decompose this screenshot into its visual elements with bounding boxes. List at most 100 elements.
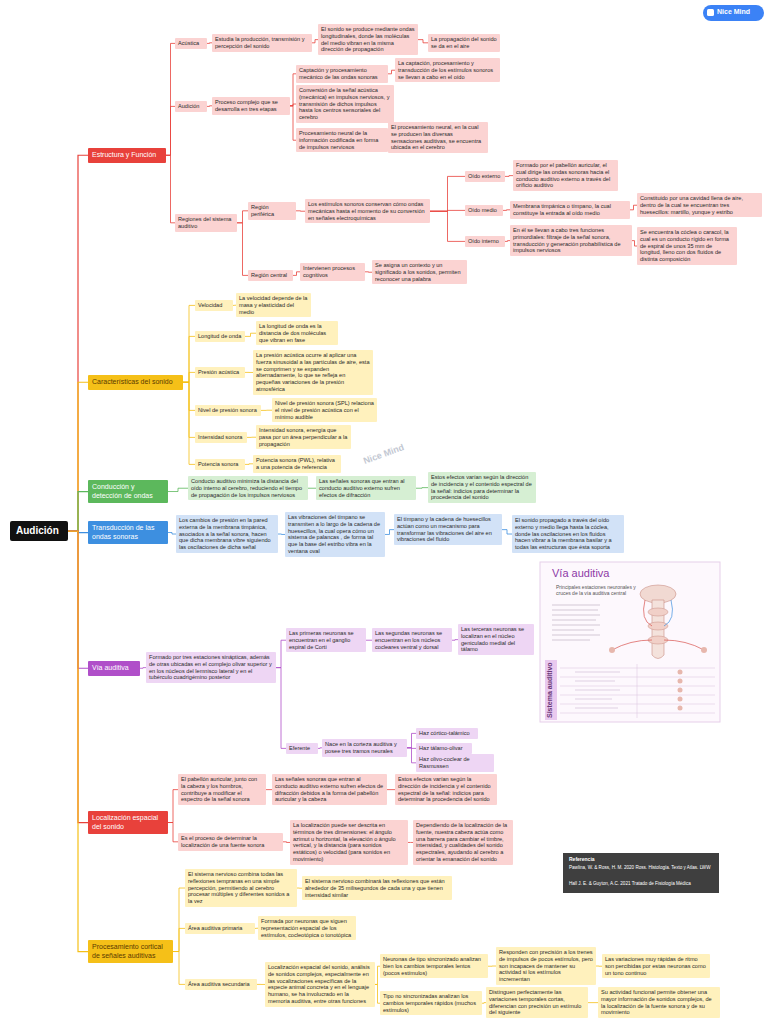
node-text: En él se llevan a cabo tres funciones pr… bbox=[513, 227, 629, 254]
branch-connector bbox=[418, 40, 428, 43]
branch-connector bbox=[183, 305, 195, 382]
idea-box: Los cambios de presión en la pared exter… bbox=[176, 515, 278, 553]
branch-topic: Conducción y detección de ondas bbox=[88, 480, 168, 503]
node-text: Neuronas de tipo sincronizado analizan b… bbox=[383, 956, 485, 976]
node-text: El sonido propagado a través del oído ex… bbox=[515, 517, 621, 551]
idea-box: El procesamiento neural, en la cual se p… bbox=[388, 122, 488, 153]
idea-box: Las terceras neuronas se localizan en el… bbox=[458, 624, 534, 655]
branch-connector bbox=[173, 928, 185, 951]
node-text: Área auditiva primaria bbox=[188, 925, 252, 932]
reference-panel bbox=[563, 853, 719, 893]
idea-box: La localización puede ser descrita en té… bbox=[290, 820, 408, 865]
node-text: Proceso complejo que se desarrolla en tr… bbox=[215, 99, 287, 113]
node-text: Acústica bbox=[178, 40, 204, 47]
branch-connector bbox=[505, 175, 513, 177]
idea-box: Audición bbox=[175, 101, 207, 112]
node-text: Haz tálamo-olivar bbox=[419, 745, 469, 752]
node-text: Las primeras neuronas se encuentran en e… bbox=[289, 630, 363, 650]
branch-connector bbox=[407, 733, 416, 747]
idea-box: Localización espacial del sonido, anális… bbox=[265, 962, 375, 1007]
branch-connector bbox=[588, 1002, 598, 1003]
idea-box: Conversión de la señal acústica (mecánic… bbox=[296, 85, 394, 123]
branch-connector bbox=[502, 530, 512, 534]
idea-box: Captación y procesamiento mecánico de la… bbox=[296, 65, 388, 83]
node-text: Oído interno bbox=[468, 238, 502, 245]
idea-box: Oído interno bbox=[465, 236, 505, 247]
node-text: Formada por neuronas que siguen represen… bbox=[261, 918, 353, 938]
branch-topic: Vía auditiva bbox=[88, 661, 140, 676]
idea-box: Las vibraciones del tímpano se transmite… bbox=[285, 512, 385, 557]
branch-connector bbox=[365, 271, 372, 272]
node-text: Potencia sonora bbox=[198, 461, 242, 468]
panel-side-label: Sistema auditivo bbox=[546, 660, 554, 720]
idea-box: Oído medio bbox=[465, 205, 503, 216]
node-text: Tipo no sincronizadas analizan los cambi… bbox=[383, 993, 479, 1013]
idea-box: Intensidad sonora bbox=[195, 432, 247, 443]
branch-connector bbox=[183, 372, 195, 382]
branch-topic: Transducción de las ondas sonoras bbox=[88, 521, 168, 544]
reference-heading: Referencia bbox=[569, 856, 629, 862]
node-text: La propagación del sonido se da en el ai… bbox=[431, 36, 497, 50]
branch-connector bbox=[68, 155, 88, 531]
node-text: Se asigna un contexto y un significado a… bbox=[375, 262, 464, 282]
idea-box: Nace en la corteza auditiva y posee tres… bbox=[322, 739, 407, 757]
branch-connector bbox=[168, 488, 188, 491]
branch-connector bbox=[166, 106, 175, 155]
node-text: Potencia sonora (PWL), relativa a una po… bbox=[256, 457, 338, 471]
idea-box: Área auditiva secundaria bbox=[185, 979, 257, 990]
idea-box: Las segundas neuronas se encuentran en l… bbox=[372, 628, 452, 652]
node-text: Captación y procesamiento mecánico de la… bbox=[299, 67, 385, 81]
node-text: Nivel de presión sonora bbox=[198, 407, 258, 414]
idea-box: Tipo no sincronizadas analizan los cambi… bbox=[380, 991, 482, 1015]
idea-box: Su actividad funcional permite obtener u… bbox=[598, 987, 720, 1018]
node-text: Oído medio bbox=[468, 207, 500, 214]
node-text: Conducto auditivo minimiza la distancia … bbox=[191, 478, 305, 498]
idea-box: Dependiendo de la localización de la fue… bbox=[413, 820, 513, 865]
idea-box: Presión acústica bbox=[195, 367, 245, 378]
branch-connector bbox=[257, 984, 265, 985]
idea-box: Se encuentra la cóclea o caracol, la cua… bbox=[637, 227, 737, 265]
node-text: Responden con precisión a los trenes de … bbox=[499, 949, 593, 983]
node-text: Estos efectos varían según la dirección … bbox=[431, 474, 533, 501]
branch-connector bbox=[276, 640, 286, 667]
branch-connector bbox=[308, 488, 316, 489]
branch-topic: Estructura y Función bbox=[88, 148, 166, 163]
node-text: Haz olivo-coclear de Rasmussen bbox=[419, 756, 491, 770]
idea-box: Los estímulos sonoros conservan cómo ond… bbox=[305, 199, 430, 223]
idea-box: Región central bbox=[248, 270, 293, 281]
reference-entry: Pawlina, W. & Ross, H. M. 2020 Ross. His… bbox=[569, 865, 715, 871]
node-text: Constituido por una cavidad llena de air… bbox=[640, 195, 759, 215]
idea-box: El sonido se produce mediante ondas long… bbox=[318, 24, 418, 55]
idea-box: El sistema nervioso combina todas las re… bbox=[185, 869, 297, 907]
idea-box: Estos efectos varían según la dirección … bbox=[428, 472, 536, 503]
branch-connector bbox=[388, 70, 395, 74]
node-text: La velocidad depende de la masa y elasti… bbox=[239, 295, 308, 315]
idea-box: Constituido por una cavidad llena de air… bbox=[637, 193, 762, 217]
branch-connector bbox=[168, 533, 176, 535]
node-text: El pabellón auricular, junto con la cabe… bbox=[181, 776, 263, 803]
branch-connector bbox=[430, 211, 465, 241]
idea-box: Velocidad bbox=[195, 300, 233, 311]
branch-connector bbox=[488, 966, 496, 967]
branch-connector bbox=[68, 492, 88, 532]
branch-connector bbox=[245, 333, 256, 336]
idea-box: Procesamiento neural de la información c… bbox=[296, 128, 388, 152]
node-text: Los cambios de presión en la pared exter… bbox=[179, 517, 275, 551]
panel-title: Vía auditiva bbox=[552, 567, 672, 580]
idea-box: La presión acústica ocurre al aplicar un… bbox=[253, 350, 373, 395]
branch-connector bbox=[293, 272, 300, 276]
branch-connector bbox=[276, 668, 286, 749]
node-text: Región central bbox=[251, 272, 290, 279]
idea-box: Intensidad sonora, energía que pasa por … bbox=[256, 425, 351, 449]
branch-connector bbox=[503, 209, 510, 211]
node-text: Intervienen procesos cognitivos bbox=[303, 265, 362, 279]
idea-box: Es el proceso de determinar la localizac… bbox=[178, 833, 283, 851]
node-text: El tímpano y la cadena de huesecillos ac… bbox=[397, 516, 499, 543]
idea-box: El pabellón auricular, junto con la cabe… bbox=[178, 774, 266, 805]
branch-connector bbox=[166, 43, 175, 155]
node-text: El sonido se produce mediante ondas long… bbox=[321, 26, 415, 53]
pathway-illustration bbox=[540, 562, 720, 722]
node-text: Membrana timpánica o tímpano, la cual co… bbox=[513, 203, 627, 217]
branch-connector bbox=[407, 748, 416, 763]
